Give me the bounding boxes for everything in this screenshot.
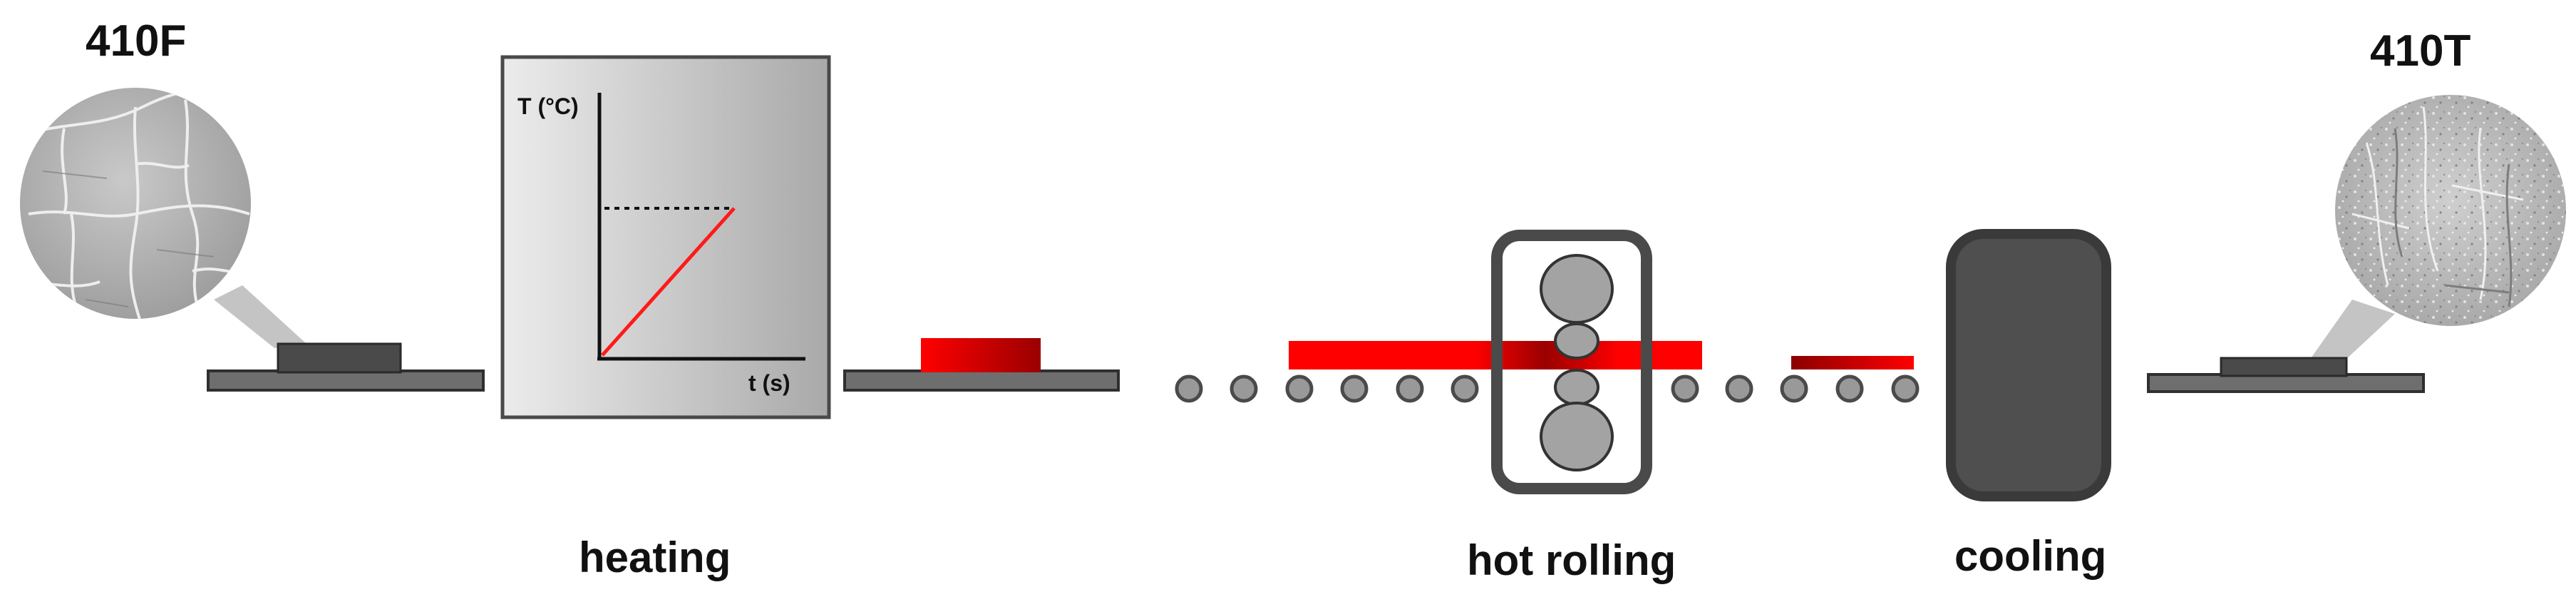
roller xyxy=(1396,374,1424,403)
roller xyxy=(1451,374,1479,403)
roller xyxy=(1780,374,1808,403)
initial-plate xyxy=(207,342,485,392)
rolled-strip xyxy=(1791,356,1914,369)
initial-sample-label: 410F xyxy=(86,16,186,66)
heating-ramp-line xyxy=(601,207,736,357)
initial-micrograph-icon xyxy=(20,88,306,348)
roller xyxy=(1175,374,1203,403)
heated-plate xyxy=(843,338,1120,392)
cooling-step-label: cooling xyxy=(1954,532,2106,580)
y-axis-label: T (°C) xyxy=(517,93,579,119)
heating-chart: T (°C) t (s) xyxy=(500,55,831,419)
final-sample-label: 410T xyxy=(2370,26,2471,76)
x-axis-label: t (s) xyxy=(748,370,790,396)
cooling-chamber-icon xyxy=(1946,229,2111,501)
final-micrograph-icon xyxy=(2309,95,2566,360)
rolling-mill-icon xyxy=(1491,230,1652,494)
hot-rolling-step-label: hot rolling xyxy=(1467,536,1676,584)
final-plate xyxy=(2147,357,2425,393)
roller xyxy=(1835,374,1864,403)
roller xyxy=(1725,374,1753,403)
roller xyxy=(1230,374,1258,403)
roller xyxy=(1891,374,1920,403)
roller xyxy=(1671,374,1699,403)
heating-step-label: heating xyxy=(579,534,731,581)
roller xyxy=(1285,374,1314,403)
roller xyxy=(1340,374,1369,403)
roller-conveyor xyxy=(1175,374,1920,403)
